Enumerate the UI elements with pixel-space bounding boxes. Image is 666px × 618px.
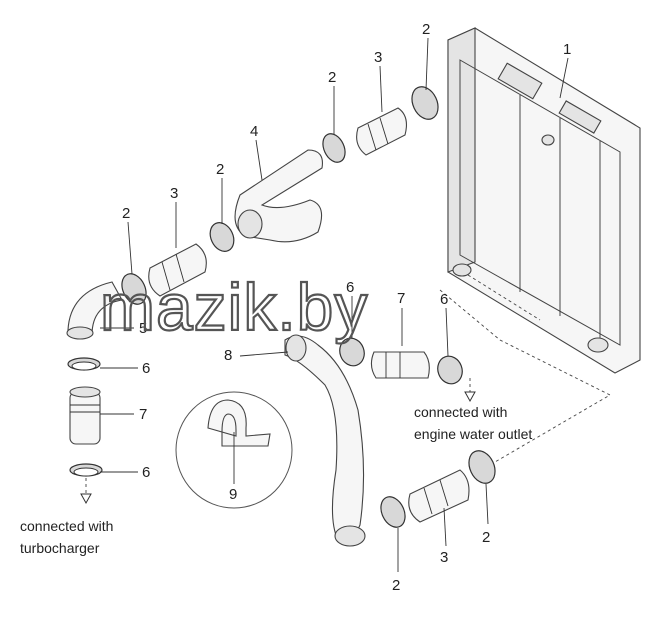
engine-arrow bbox=[464, 378, 476, 403]
leader-lines bbox=[100, 37, 569, 572]
turbo-note-line2: turbocharger bbox=[20, 540, 100, 556]
routing-lines bbox=[439, 274, 611, 463]
left-clamp bbox=[121, 273, 147, 305]
callout-2: 2 bbox=[216, 161, 224, 178]
callout-6: 6 bbox=[142, 360, 150, 377]
left-hose-7 bbox=[69, 386, 101, 445]
callout-7: 7 bbox=[139, 406, 147, 423]
lower-hose-7 bbox=[370, 351, 430, 379]
callout-1: 1 bbox=[563, 41, 571, 58]
bottom-clamp-left bbox=[380, 496, 406, 528]
callout-2: 2 bbox=[122, 205, 130, 222]
mid-clamp bbox=[209, 222, 235, 252]
left-clamp-6-top bbox=[67, 357, 101, 371]
callout-2: 2 bbox=[328, 69, 336, 86]
callout-6: 6 bbox=[440, 291, 448, 308]
callout-6: 6 bbox=[142, 464, 150, 481]
lower-pipe-8 bbox=[284, 334, 366, 547]
callout-2: 2 bbox=[392, 577, 400, 594]
callout-4: 4 bbox=[250, 123, 258, 140]
engine-note-line1: connected with bbox=[414, 404, 507, 420]
bottom-clamp-right bbox=[468, 450, 496, 484]
turbo-note-line1: connected with bbox=[20, 518, 113, 534]
engine-note-line2: engine water outlet bbox=[414, 426, 532, 442]
watermark: mazik.by bbox=[100, 270, 368, 344]
lower-clamp-6 bbox=[339, 337, 365, 367]
callout-3: 3 bbox=[374, 49, 382, 66]
connection-notes: connected with engine water outlet conne… bbox=[20, 404, 532, 556]
callout-3: 3 bbox=[440, 549, 448, 566]
callout-3: 3 bbox=[170, 185, 178, 202]
callout-labels: 1 2 3 2 4 2 3 2 5 6 7 6 8 6 7 6 9 2 3 2 bbox=[122, 21, 571, 594]
steel-pipe-4 bbox=[234, 149, 323, 243]
mid-hose-3 bbox=[148, 243, 207, 297]
callout-9: 9 bbox=[229, 486, 237, 503]
callout-2: 2 bbox=[422, 21, 430, 38]
upper-clamp-right bbox=[411, 86, 439, 120]
turbo-arrow bbox=[80, 478, 92, 505]
upper-hose-3 bbox=[356, 107, 407, 156]
callout-6: 6 bbox=[346, 279, 354, 296]
elbow-hose-5 bbox=[66, 281, 123, 340]
upper-clamp-left bbox=[322, 133, 346, 163]
callout-2: 2 bbox=[482, 529, 490, 546]
right-clamp-6 bbox=[437, 355, 463, 385]
callout-8: 8 bbox=[224, 347, 232, 364]
callout-7: 7 bbox=[397, 290, 405, 307]
bottom-hose-3 bbox=[408, 469, 470, 523]
left-clamp-6-bottom bbox=[69, 463, 103, 477]
callout-5: 5 bbox=[139, 320, 147, 337]
radiator bbox=[447, 27, 641, 374]
